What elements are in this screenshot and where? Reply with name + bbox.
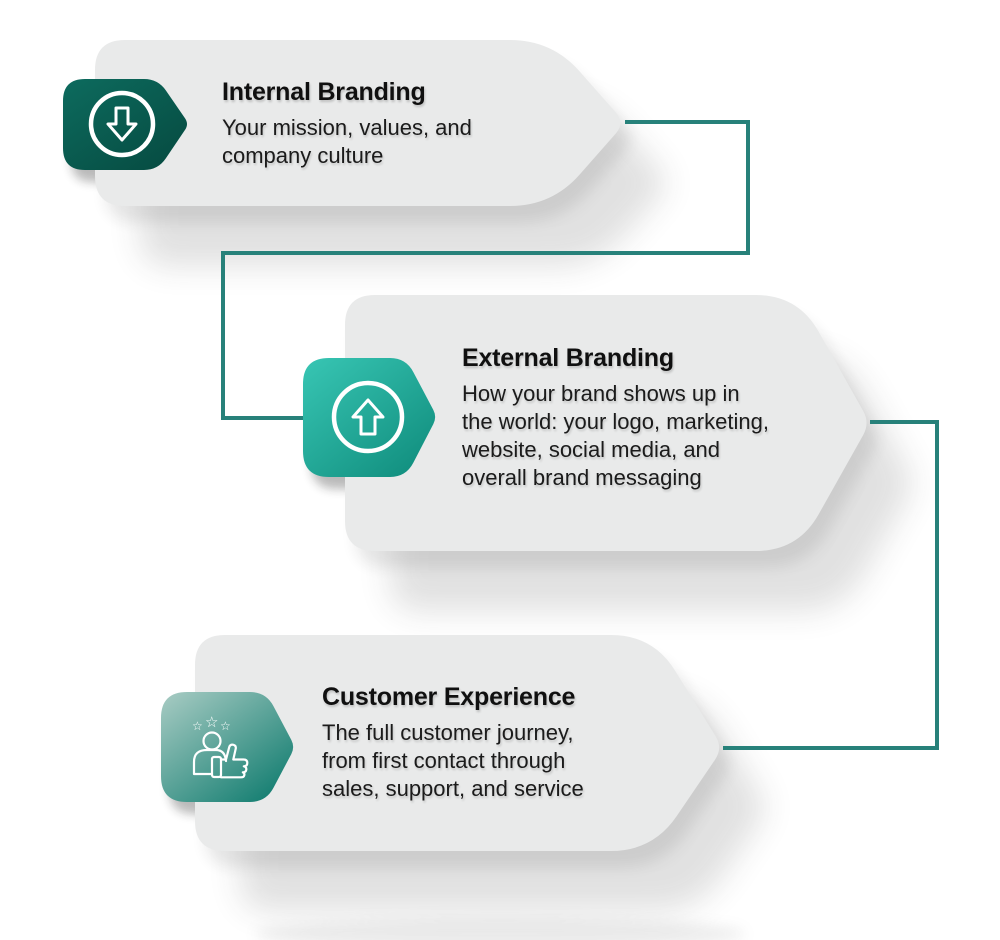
star-icon: ☆ (220, 719, 231, 733)
thumbs-up-cuff (210, 755, 223, 779)
card-text-internal-branding: Internal Branding Your mission, values, … (222, 77, 552, 170)
person-torso (192, 748, 228, 776)
card-text-customer-experience: Customer Experience The full customer jo… (322, 682, 722, 803)
icon-circle-outline (88, 90, 156, 158)
bottom-edge-shadow (255, 918, 745, 940)
card-description: The full customer journey, from first co… (322, 720, 584, 801)
customer-satisfaction-icon: ☆ ☆ ☆ (192, 713, 249, 779)
icons-layer: ☆ ☆ ☆ (88, 90, 405, 779)
connector-external-to-customer (723, 420, 939, 750)
card-description: Your mission, values, and company cultur… (222, 115, 472, 168)
badge-customer-experience (161, 692, 294, 802)
badge-external-branding (303, 358, 436, 477)
card-title: Customer Experience (322, 683, 576, 711)
connector-internal-to-external (221, 120, 750, 420)
star-icon: ☆ (192, 719, 203, 733)
card-text-external-branding: External Branding How your brand shows u… (462, 343, 862, 492)
card-shape-customer-experience (195, 635, 720, 851)
badge-shapes-layer (63, 79, 436, 802)
card-title: Internal Branding (222, 78, 426, 106)
arrow-up-circle-icon (331, 380, 405, 454)
arrow-down-circle-icon (88, 90, 156, 158)
card-title: External Branding (462, 344, 674, 372)
badge-internal-branding (63, 79, 188, 170)
card-shape-external-branding (345, 295, 867, 551)
icon-circle-outline (331, 380, 405, 454)
card-description: How your brand shows up in the world: yo… (462, 381, 769, 490)
star-icon: ☆ (205, 713, 218, 731)
card-shapes-layer (95, 40, 867, 851)
card-shape-internal-branding (95, 40, 621, 206)
up-arrow-glyph (351, 398, 385, 436)
connector-layer (221, 120, 939, 750)
thumbs-up-hand (219, 743, 249, 779)
down-arrow-glyph (106, 106, 138, 142)
